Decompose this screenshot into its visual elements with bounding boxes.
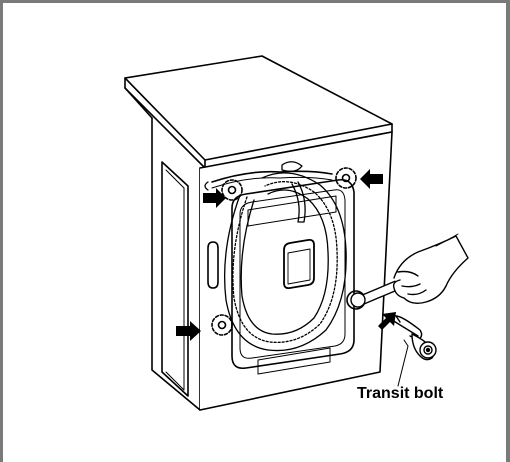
frame-border-right (506, 0, 510, 462)
transit-bolt-icon (391, 315, 437, 387)
transit-bolt-label: Transit bolt (357, 385, 444, 402)
arrow-left-icon (360, 169, 396, 330)
frame-border-top (0, 0, 510, 3)
washer-back-icon (124, 55, 393, 411)
drain-hose-icon (204, 161, 347, 352)
frame-border-left (0, 0, 3, 462)
arrow-right-icon (176, 188, 226, 341)
hand-with-spanner-icon (350, 233, 469, 308)
